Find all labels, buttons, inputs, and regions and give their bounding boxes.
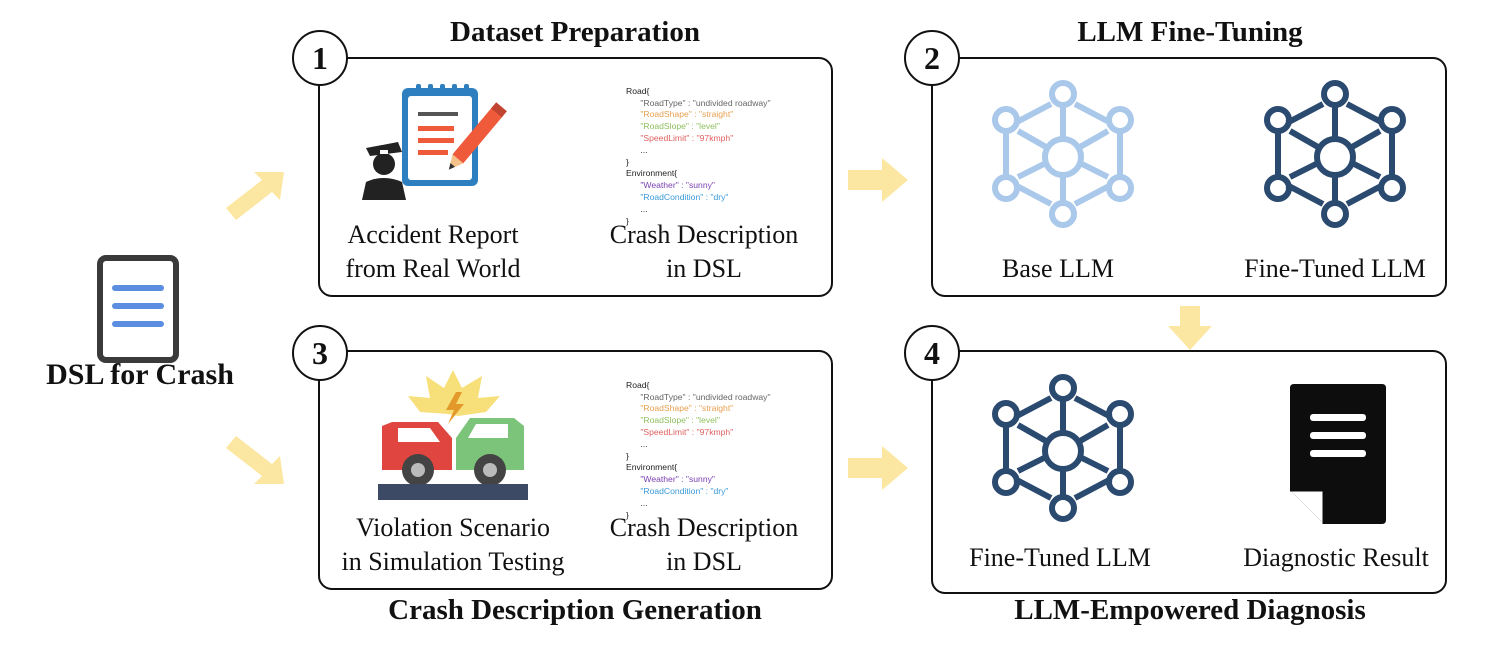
panel-1-title: Dataset Preparation	[450, 16, 700, 48]
diagnosis-llm-network-icon	[992, 374, 1134, 522]
diagnostic-result-label: Diagnostic Result	[1243, 543, 1429, 572]
document-lines-icon	[97, 255, 179, 363]
base-llm-network-icon	[992, 80, 1134, 228]
crash-description-label-line-2: in DSL	[666, 254, 742, 283]
panel-2-badge: 2	[904, 30, 960, 86]
crash-description-label-line-1: Crash Description	[609, 220, 799, 249]
panel-4-title: LLM-Empowered Diagnosis	[1014, 594, 1366, 626]
base-llm-label: Base LLM	[1002, 254, 1114, 283]
dsl-code-block-1: Road{ "RoadType" : "undivided roadway" "…	[626, 85, 771, 226]
panel-4-badge: 4	[904, 325, 960, 381]
accident-report-label-line-2: from Real World	[345, 254, 521, 283]
crash-description-3-label-line-2: in DSL	[666, 547, 742, 576]
arrow-panel2-to-panel4	[1168, 306, 1212, 350]
violation-scenario-label-line-1: Violation Scenario	[355, 513, 551, 542]
dsl-for-crash-label: DSL for Crash	[46, 358, 234, 391]
crash-description-3-label-line-1: Crash Description	[609, 513, 799, 542]
panel-2	[931, 57, 1447, 297]
panel-3-title: Crash Description Generation	[388, 594, 762, 626]
finetuned-llm-label-panel-2: Fine-Tuned LLM	[1244, 254, 1426, 283]
finetuned-llm-label-panel-4: Fine-Tuned LLM	[969, 543, 1151, 572]
police-report-icon	[362, 84, 507, 200]
panel-2-title: LLM Fine-Tuning	[1077, 16, 1303, 48]
arrow-to-panel-3	[226, 436, 284, 484]
finetuned-llm-network-icon	[1264, 80, 1406, 228]
accident-report-label-line-1: Accident Report	[347, 220, 519, 249]
diagnostic-result-document-icon	[1290, 384, 1386, 524]
arrow-to-panel-1	[226, 172, 284, 220]
arrow-panel1-to-panel2	[848, 158, 908, 202]
arrow-panel3-to-panel4	[848, 446, 908, 490]
car-crash-icon	[378, 370, 528, 500]
dsl-code-block-3: Road{ "RoadType" : "undivided roadway" "…	[626, 379, 771, 520]
panel-3-badge: 3	[292, 325, 348, 381]
violation-scenario-label-line-2: in Simulation Testing	[341, 547, 565, 576]
panel-1-badge: 1	[292, 30, 348, 86]
